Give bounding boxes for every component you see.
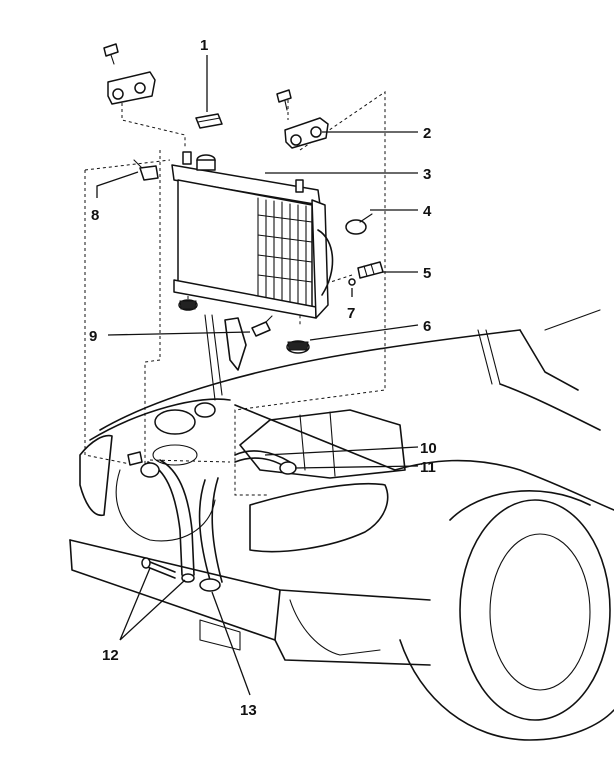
fog-light: [199, 619, 241, 651]
leader-11: [294, 465, 419, 469]
part-4-grommet: [345, 213, 373, 235]
support-bracket: [224, 317, 247, 371]
callout-4: 4: [423, 203, 432, 220]
leader-9: [107, 331, 251, 336]
wheel-rim: [489, 533, 591, 691]
callout-12: 12: [102, 647, 119, 664]
reservoir-tank: [154, 409, 196, 435]
headlight-left: [79, 434, 113, 516]
cowl-line: [499, 383, 601, 431]
fan-shroud: [317, 229, 334, 296]
callout-7: 7: [347, 305, 355, 322]
hose-clamp-13: [199, 578, 221, 592]
reservoir-cap: [194, 402, 216, 418]
headlight-right: [249, 482, 389, 553]
hood-prop-rod: [477, 329, 501, 385]
filler-neck-body: [196, 159, 216, 171]
part-6-cushion: [286, 340, 310, 354]
bumper-face: [69, 539, 281, 641]
hose-fitting-left: [140, 462, 160, 478]
lower-cushion-left: [178, 299, 198, 311]
fender-top: [394, 459, 614, 511]
engine-lower: [115, 469, 216, 542]
leader-lines: [96, 55, 419, 696]
bracket-rods: [204, 314, 223, 401]
callout-1: 1: [200, 37, 208, 54]
front-tire: [459, 499, 611, 721]
part-5-switch: [357, 261, 384, 279]
callout-labels: 1 2 3 4 5 6 7 8 9 10 11 12 13: [89, 37, 437, 719]
undertray: [289, 599, 381, 656]
leader-12: [119, 567, 186, 641]
callout-3: 3: [423, 166, 431, 183]
bay-right-edge: [234, 404, 396, 471]
hood-front-edge: [99, 329, 521, 431]
bracket-left: [127, 451, 143, 466]
callout-2: 2: [423, 125, 431, 142]
bolt-left: [103, 43, 119, 57]
assembly-guide-lines: [84, 91, 386, 496]
cooler-pipes: [141, 557, 176, 579]
fan-shroud-hint: [152, 444, 198, 466]
radiator-cap: [195, 113, 223, 129]
part-7-o-ring: [348, 278, 356, 286]
callout-10: 10: [420, 440, 437, 457]
leader-6: [309, 324, 419, 341]
fender-lower: [399, 639, 614, 741]
hood-side-edge: [519, 329, 579, 391]
radiator-upper-pin: [182, 151, 192, 165]
bumper-lower: [274, 639, 431, 666]
callout-8: 8: [91, 207, 99, 224]
radiator-side-tank: [311, 199, 329, 319]
leader-13: [211, 591, 251, 696]
hose-clamp-11: [279, 461, 297, 475]
lower-hose: [147, 459, 223, 592]
callout-9: 9: [89, 328, 97, 345]
leader-10: [264, 446, 419, 456]
bolt-right: [276, 89, 292, 103]
radiator-fins: [257, 197, 313, 310]
part-8-fitting: [133, 159, 159, 181]
bay-left-edge: [89, 398, 231, 441]
a-pillar: [544, 309, 601, 331]
leader-8: [96, 171, 139, 198]
callout-6: 6: [423, 318, 431, 335]
car-body: [69, 309, 614, 741]
radiator-upper-pin-right: [295, 179, 304, 193]
callout-5: 5: [423, 265, 431, 282]
upper-support-right: [276, 89, 329, 149]
upper-support-left: [103, 43, 156, 105]
callout-13: 13: [240, 702, 257, 719]
callout-11: 11: [420, 459, 436, 476]
radiator-assembly: [171, 151, 334, 319]
engine-cover-ribs: [299, 411, 336, 477]
part-9-connector: [251, 315, 273, 337]
wheel-arch: [449, 490, 591, 521]
